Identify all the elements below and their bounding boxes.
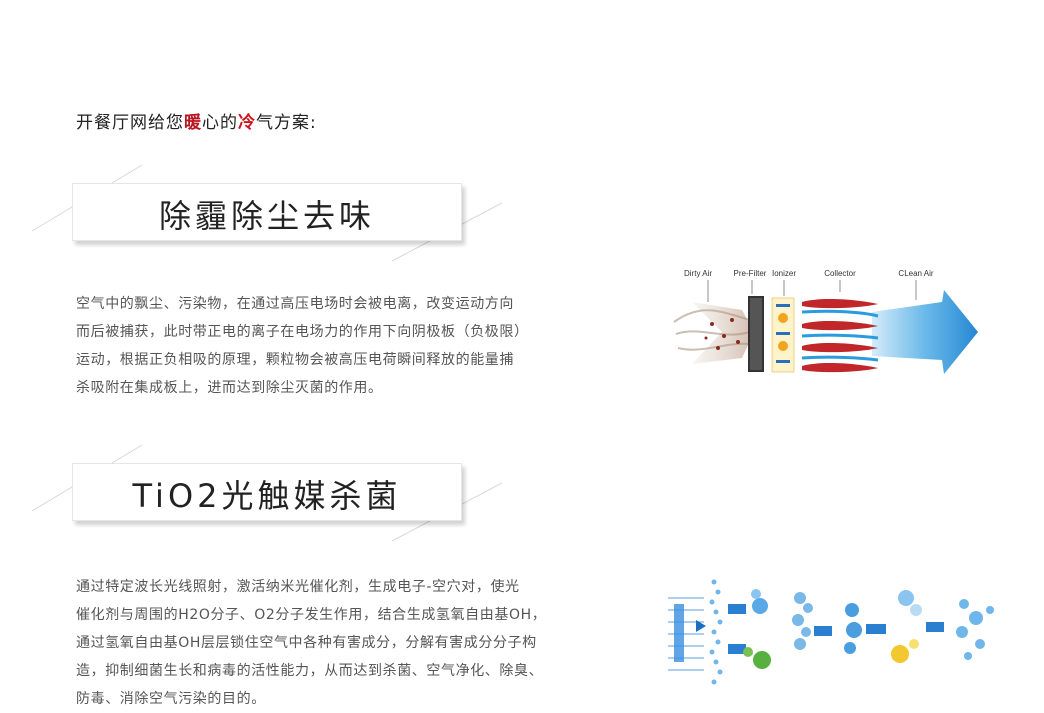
intro-suffix: 气方案:: [256, 113, 317, 133]
intro-warm-char: 暖: [184, 113, 202, 133]
label-clean-air: CLean Air: [898, 269, 933, 278]
clean-air-arrow: [872, 290, 978, 374]
intro-line: 开餐厅网给您暖心的冷气方案:: [76, 108, 317, 133]
section2-line: 通过特定波长光线照射，激活纳米光催化剂，生成电子-空穴对，使光: [76, 579, 520, 595]
molecule-column: [792, 592, 813, 650]
section2-line: 通过氢氧自由基OH层层锁住空气中各种有害成分，分解有害成分分子构: [76, 635, 537, 651]
section2-title: TiO2光触媒杀菌: [132, 477, 402, 515]
label-dirty-air: Dirty Air: [684, 269, 712, 278]
section1-banner-box: [72, 183, 462, 241]
section2-line: 催化剂与周围的H2O分子、O2分子发生作用，结合生成氢氧自由基OH，: [76, 607, 547, 623]
photocatalyst-diagram: [668, 579, 994, 685]
section1-line: 杀吸附在集成板上，进而达到除尘灭菌的作用。: [76, 380, 383, 396]
light-arrows: [668, 597, 704, 671]
section2-line: 造，抑制细菌生长和病毒的活性能力，从而达到杀菌、空气净化、除臭、: [76, 663, 544, 679]
clean-air-bubbles: [956, 599, 994, 660]
section1-line: 空气中的飘尘、污染物，在通过高压电场时会被电离，改变运动方向: [76, 296, 514, 312]
air-purifier-diagram: Dirty Air Pre-Filter Ionizer Collector C…: [673, 269, 978, 374]
section1-title: 除霾除尘去味: [158, 197, 375, 235]
intro-prefix: 开餐厅网给您: [76, 113, 184, 133]
section2-line: 防毒、消除空气污染的目的。: [76, 691, 266, 707]
section1-paragraph: 空气中的飘尘、污染物，在通过高压电场时会被电离，改变运动方向 而后被捕获，此时带…: [76, 290, 529, 402]
label-pre-filter: Pre-Filter: [734, 269, 767, 278]
dirty-air-arrow: [692, 302, 754, 364]
section1-banner: 除霾除尘去味: [31, 164, 503, 262]
section2-banner: TiO2光触媒杀菌: [31, 444, 503, 542]
ionizer-block: [771, 297, 795, 373]
section2-paragraph: 通过特定波长光线照射，激活纳米光催化剂，生成电子-空穴对，使光 催化剂与周围的H…: [76, 573, 546, 713]
catalyst-layer: [709, 579, 723, 685]
section1-line: 运动，根据正负相吸的原理，颗粒物会被高压电荷瞬间释放的能量捕: [76, 352, 514, 368]
label-ionizer: Ionizer: [772, 269, 796, 278]
collector-plates: [801, 298, 879, 373]
intro-middle: 心的: [202, 113, 238, 133]
section2-banner-box: [72, 463, 462, 521]
intro-cold-char: 冷: [238, 113, 256, 133]
oh-radicals: [844, 603, 862, 654]
section1-line: 而后被捕获，此时带正电的离子在电场力的作用下向阴极板（负极限）: [76, 324, 529, 340]
label-collector: Collector: [824, 269, 856, 278]
